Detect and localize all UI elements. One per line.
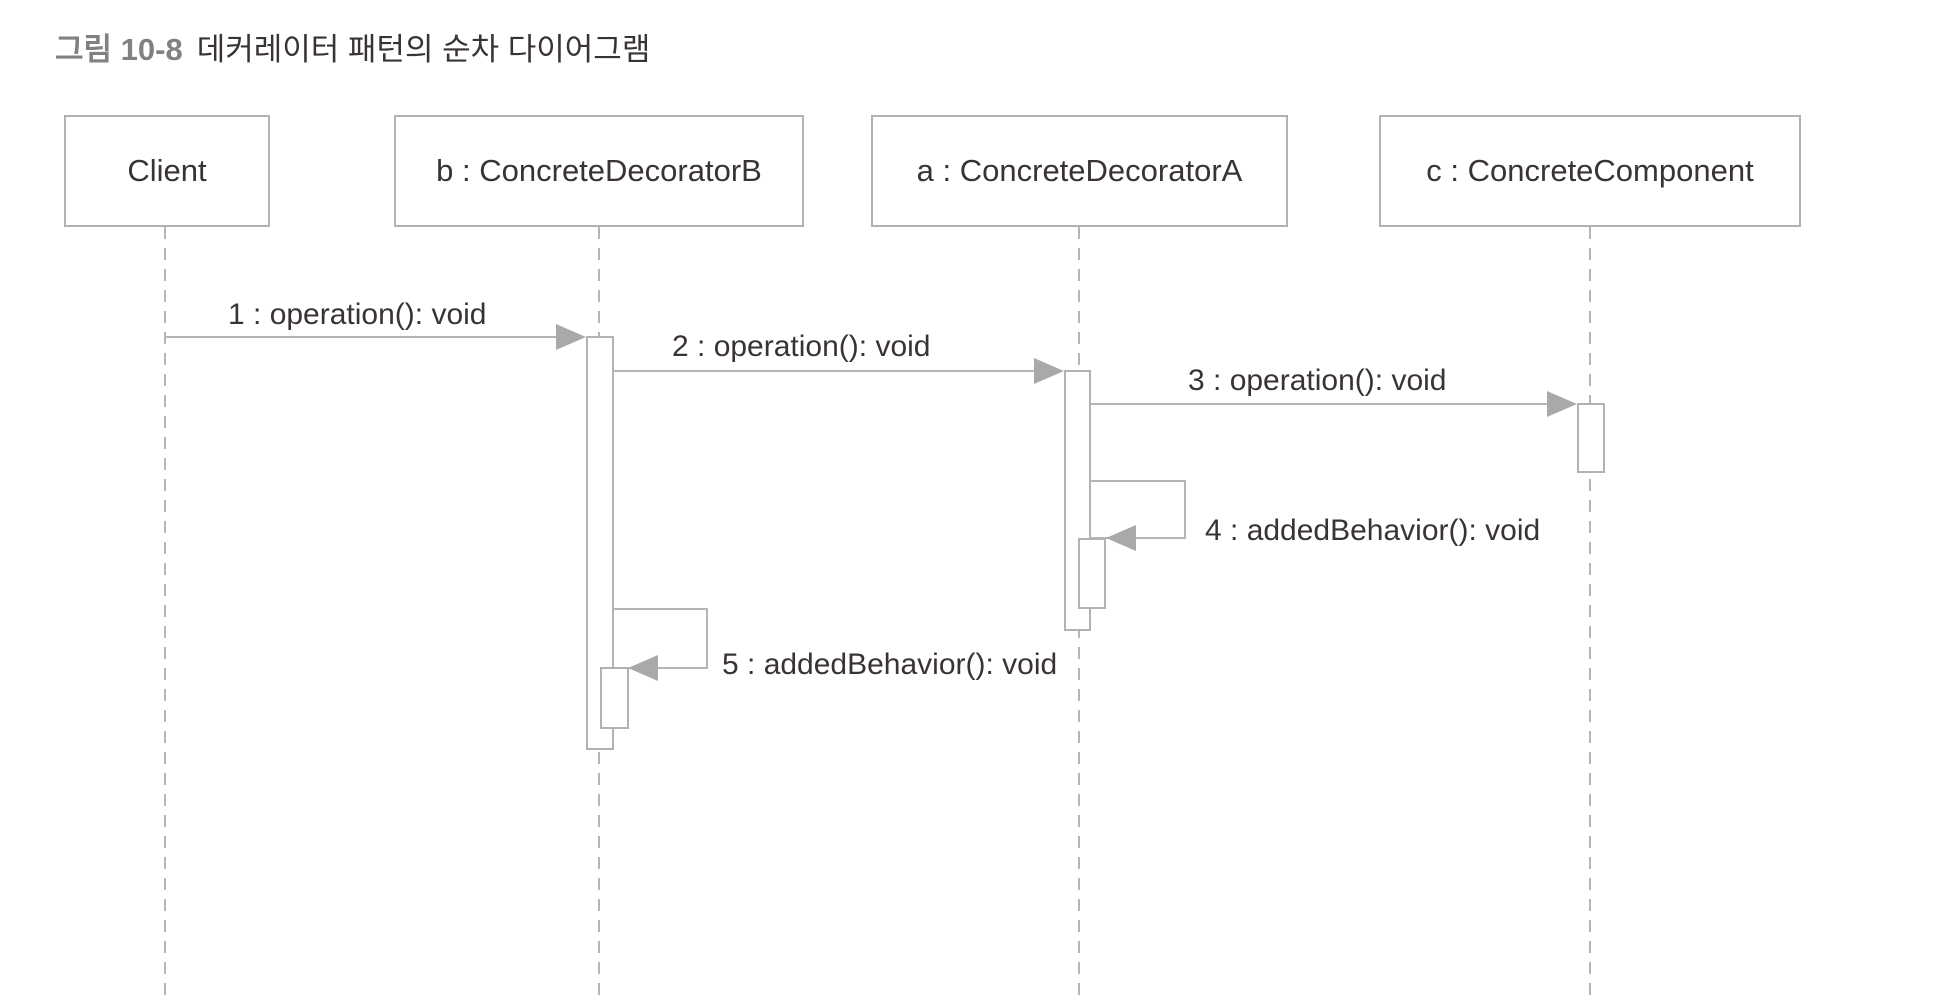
- activation-bar-c: [1577, 403, 1605, 473]
- message-label-1: 1 : operation(): void: [228, 298, 487, 331]
- object-name-component-c: c : ConcreteComponent: [1426, 153, 1754, 188]
- figure-number-label: 그림 10-8: [55, 32, 183, 67]
- object-box-decorator-a: a : ConcreteDecoratorA: [871, 115, 1288, 227]
- message-label-2: 2 : operation(): void: [672, 330, 931, 363]
- object-box-decorator-b: b : ConcreteDecoratorB: [394, 115, 804, 227]
- activation-bar-b-nested: [600, 667, 629, 729]
- figure-title: 그림 10-8 데커레이터 패턴의 순차 다이어그램: [55, 24, 650, 69]
- object-box-client: Client: [64, 115, 270, 227]
- figure-caption-text: 데커레이터 패턴의 순차 다이어그램: [196, 32, 651, 67]
- self-call-loop-message-4: [1091, 480, 1186, 539]
- lifeline-component-c: [1589, 227, 1591, 1000]
- message-line-1: [166, 336, 557, 338]
- message-label-3: 3 : operation(): void: [1188, 364, 1447, 397]
- lifeline-client: [164, 227, 166, 1000]
- object-name-decorator-b: b : ConcreteDecoratorB: [436, 153, 762, 188]
- object-name-decorator-a: a : ConcreteDecoratorA: [916, 153, 1243, 188]
- arrowhead-icon-message-5: [628, 655, 658, 681]
- message-label-4: 4 : addedBehavior(): void: [1205, 514, 1541, 547]
- message-line-2: [614, 370, 1035, 372]
- arrowhead-icon-message-1: [556, 324, 586, 350]
- message-line-3: [1091, 403, 1548, 405]
- activation-bar-a-nested: [1078, 538, 1106, 609]
- arrowhead-icon-message-3: [1547, 391, 1577, 417]
- arrowhead-icon-message-2: [1034, 358, 1064, 384]
- message-label-5: 5 : addedBehavior(): void: [722, 648, 1058, 681]
- arrowhead-icon-message-4: [1106, 525, 1136, 551]
- object-box-component-c: c : ConcreteComponent: [1379, 115, 1801, 227]
- self-call-loop-message-5: [614, 608, 708, 669]
- object-name-client: Client: [127, 153, 207, 188]
